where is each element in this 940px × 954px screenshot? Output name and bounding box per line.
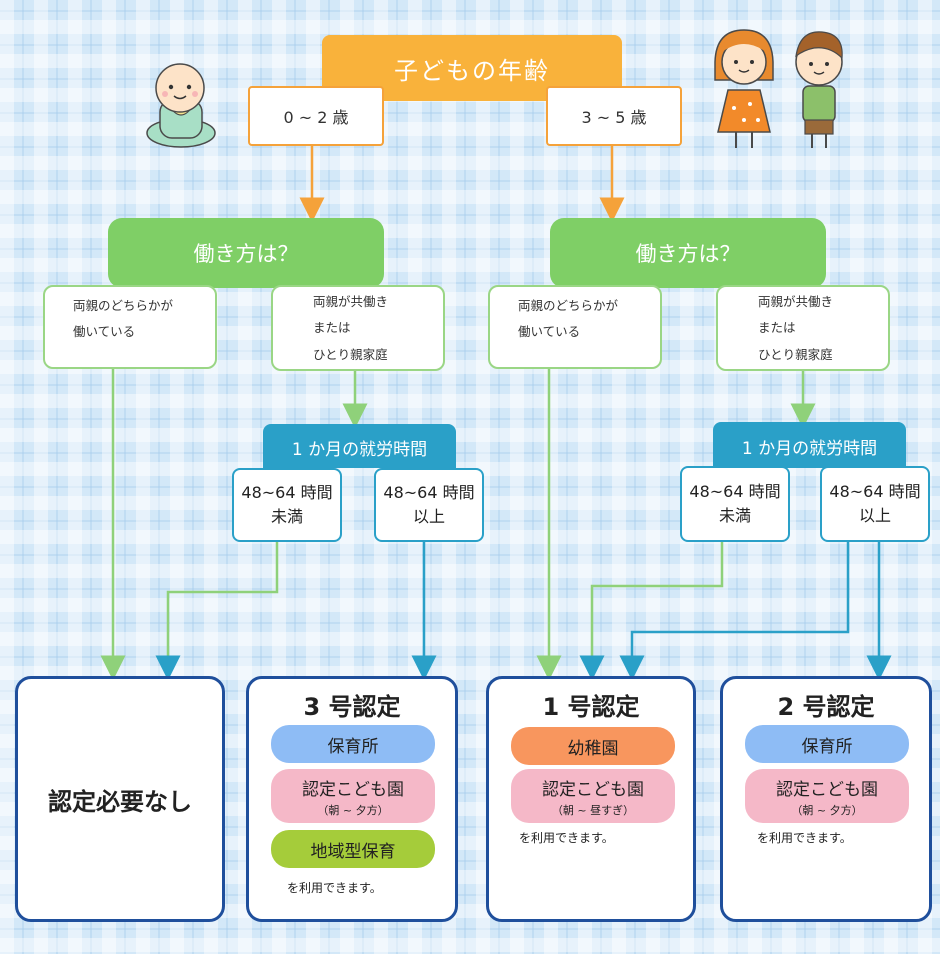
age-0-2-box: 0 ~ 2 歳	[248, 86, 384, 146]
facility-hours: （朝 ~ 夕方）	[791, 804, 863, 817]
line: 48~64 時間	[383, 483, 475, 502]
facility-hours: （朝 ~ 昼すぎ）	[551, 804, 635, 817]
line: 両親のどちらかが	[73, 298, 174, 313]
work-question-left: 働き方は？	[108, 218, 384, 288]
cert1-title: 1 号認定	[542, 693, 640, 721]
hours-label-right: 1 か月の就労時間	[713, 422, 906, 468]
usage-note: を利用できます。	[287, 881, 382, 895]
arrow-right-over-to-cert1	[619, 542, 850, 681]
line: または	[758, 320, 796, 336]
boy-illustration	[795, 31, 843, 148]
line: 両親のどちらかが	[518, 298, 619, 313]
arrow-right-under-to-cert1	[579, 542, 724, 681]
line: 以上	[858, 506, 891, 525]
result-cert1: 1 号認定 幼稚園 認定こども園 （朝 ~ 昼すぎ） を利用できます。	[486, 676, 696, 922]
facility-pill: 保育所	[271, 725, 435, 763]
line: または	[313, 320, 351, 336]
line: 働いている	[518, 324, 581, 340]
facility-pill: 保育所	[745, 725, 909, 763]
facility-pill: 幼稚園	[511, 727, 675, 765]
facility-pill: 認定こども園 （朝 ~ 夕方）	[271, 769, 435, 823]
facility-label: 地域型保育	[310, 841, 396, 862]
girl-illustration	[714, 29, 774, 148]
facility-pill: 認定こども園 （朝 ~ 夕方）	[745, 769, 909, 823]
line: ひとり親家庭	[313, 346, 388, 362]
facility-label: 幼稚園	[567, 738, 619, 759]
line: 以上	[412, 507, 445, 526]
line: 両親が共働き	[313, 294, 389, 309]
result-cert2: 2 号認定 保育所 認定こども園 （朝 ~ 夕方） を利用できます。	[720, 676, 932, 922]
line: 48~64 時間	[689, 482, 781, 501]
left-both-parents-box: 両親が共働き または ひとり親家庭	[271, 285, 445, 371]
line: 48~64 時間	[829, 482, 921, 501]
facility-label: 保育所	[801, 736, 853, 757]
left-under-hours-box: 48~64 時間 未満	[232, 468, 342, 542]
hours-label-left: 1 か月の就労時間	[263, 424, 456, 468]
cert3-title: 3 号認定	[303, 693, 401, 721]
facility-label: 認定こども園	[776, 780, 878, 800]
line: 両親が共働き	[758, 294, 834, 309]
right-under-hours-box: 48~64 時間 未満	[680, 466, 790, 542]
work-question-right: 働き方は？	[550, 218, 826, 288]
usage-note: を利用できます。	[757, 831, 852, 845]
line: ひとり親家庭	[758, 346, 833, 362]
line: 48~64 時間	[241, 483, 333, 502]
left-one-parent-box: 両親のどちらかが 働いている	[43, 285, 217, 369]
result-cert3: 3 号認定 保育所 認定こども園 （朝 ~ 夕方） 地域型保育 を利用できます。	[246, 676, 458, 922]
facility-hours: （朝 ~ 夕方）	[317, 804, 389, 817]
line: 働いている	[73, 324, 136, 340]
left-over-hours-box: 48~64 時間 以上	[374, 468, 484, 542]
facility-pill: 認定こども園 （朝 ~ 昼すぎ）	[511, 769, 675, 823]
usage-note: を利用できます。	[519, 831, 614, 845]
age-3-5-box: 3 ~ 5 歳	[546, 86, 682, 146]
right-both-parents-box: 両親が共働き または ひとり親家庭	[716, 285, 890, 371]
facility-label: 認定こども園	[542, 780, 644, 800]
result-no-certification: 認定必要なし	[15, 676, 225, 922]
right-one-parent-box: 両親のどちらかが 働いている	[488, 285, 662, 369]
right-over-hours-box: 48~64 時間 以上	[820, 466, 930, 542]
arrow-left-under-to-none	[155, 542, 279, 681]
facility-pill: 地域型保育	[271, 830, 435, 868]
baby-illustration	[146, 63, 216, 148]
line: 未満	[270, 507, 303, 526]
facility-label: 認定こども園	[302, 780, 404, 800]
facility-label: 保育所	[327, 736, 379, 757]
line: 未満	[718, 506, 751, 525]
cert2-title: 2 号認定	[777, 693, 875, 721]
